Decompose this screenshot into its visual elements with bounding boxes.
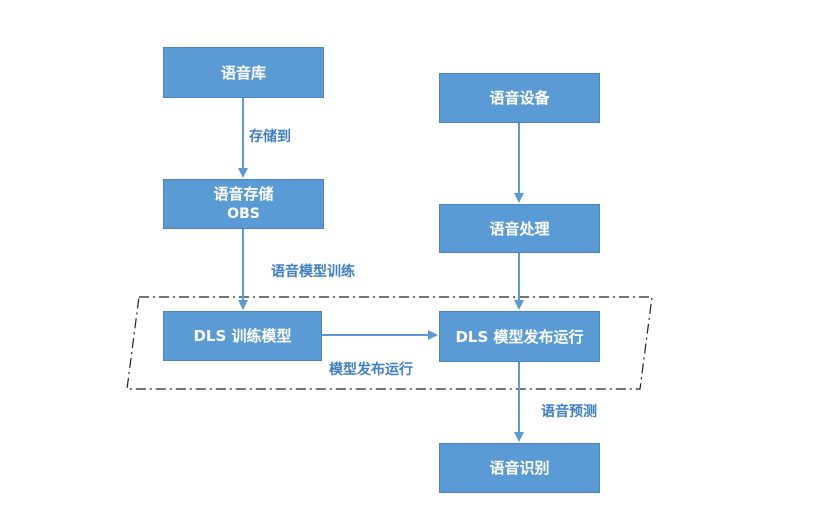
node-speech-device-label: 语音设备 [489,89,550,107]
edge-label-store-to: 存储到 [249,129,291,145]
node-speech-library: 语音库 [163,47,324,98]
node-speech-processing-label: 语音处理 [489,219,550,238]
node-speech-device: 语音设备 [439,73,600,123]
node-speech-processing: 语音处理 [439,204,600,253]
edge-label-speech-model-training: 语音模型训练 [271,264,355,280]
node-speech-recognition-label: 语音识别 [489,459,550,477]
node-speech-storage: 语音存储 OBS [163,179,324,229]
edge-label-model-deploy-run: 模型发布运行 [329,362,413,378]
edge-label-speech-prediction: 语音预测 [541,404,597,420]
node-dls-deploy: DLS 模型发布运行 [439,311,600,362]
node-dls-deploy-label: DLS 模型发布运行 [455,327,584,346]
node-speech-storage-label: 语音存储 [213,185,274,203]
node-speech-library-label: 语音库 [220,63,266,82]
node-speech-recognition: 语音识别 [439,443,600,493]
node-speech-storage-sublabel: OBS [227,206,260,222]
node-dls-train: DLS 训练模型 [163,311,322,361]
node-dls-train-label: DLS 训练模型 [193,327,292,345]
dls-boundary [126,296,653,390]
